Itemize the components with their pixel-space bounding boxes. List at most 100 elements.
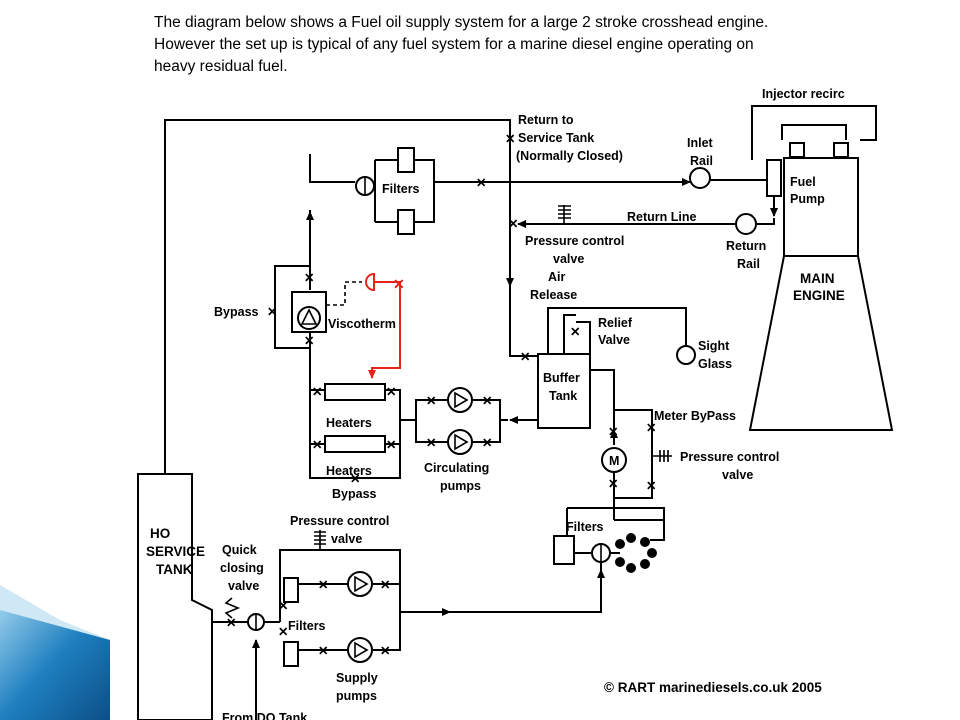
intro-line-3: heavy residual fuel.	[154, 58, 288, 75]
air-label: Air	[548, 270, 566, 284]
relief-label: Relief	[598, 316, 633, 330]
pcv-mid-label-1: Pressure control	[680, 450, 779, 464]
viscotherm-actuator	[364, 272, 375, 292]
viscotherm-label: Viscotherm	[328, 317, 396, 331]
ho-service-tank: HO SERVICE TANK	[137, 473, 213, 720]
injector-recirc-label: Injector recirc	[762, 87, 845, 101]
svg-text:✕: ✕	[476, 176, 486, 190]
svg-text:✕: ✕	[304, 334, 314, 348]
svg-text:✕: ✕	[426, 436, 436, 450]
fuel-pump	[766, 159, 782, 197]
return-rail-label: Rail	[737, 257, 760, 271]
supply-label: Supply	[336, 671, 378, 685]
valve-label: Valve	[598, 333, 630, 347]
filters-top-label: Filters	[382, 182, 420, 196]
return-label: Return	[726, 239, 766, 253]
return-pipe	[164, 119, 511, 474]
qc-valve-label: valve	[228, 579, 259, 593]
pump-label: Pump	[790, 192, 825, 206]
filters-right-label: Filters	[566, 520, 604, 534]
svg-text:✕: ✕	[393, 276, 405, 292]
svg-text:✕: ✕	[380, 644, 390, 658]
fuel-label: Fuel	[790, 175, 816, 189]
intro-text: The diagram below shows a Fuel oil suppl…	[154, 12, 914, 78]
intro-line-1: The diagram below shows a Fuel oil suppl…	[154, 14, 769, 31]
pcv-mid-label-2: valve	[722, 468, 753, 482]
svg-text:✕: ✕	[278, 599, 288, 613]
svg-text:✕: ✕	[646, 421, 656, 435]
pcv-top-label-1: Pressure control	[525, 234, 624, 248]
svg-text:✕: ✕	[505, 132, 515, 146]
pcv-bot-label-1: Pressure control	[290, 514, 389, 528]
return-line-label: Return Line	[627, 210, 696, 224]
bypass-left-label: Bypass	[214, 305, 259, 319]
circulating-label: Circulating	[424, 461, 489, 475]
normally-closed-label: (Normally Closed)	[516, 149, 623, 163]
pcv-top-label-2: valve	[553, 252, 584, 266]
svg-text:✕: ✕	[226, 616, 236, 630]
svg-text:✕: ✕	[482, 436, 492, 450]
svg-text:✕: ✕	[508, 217, 518, 231]
main-engine: MAIN ENGINE Fuel Pump	[748, 142, 894, 431]
meter-bypass-label: Meter ByPass	[654, 409, 736, 423]
intro-line-2: However the set up is typical of any fue…	[154, 36, 754, 53]
tank-buffer-label: Tank	[549, 389, 577, 403]
svg-text:✕: ✕	[304, 271, 314, 285]
svg-text:✕: ✕	[570, 325, 580, 339]
svg-text:✕: ✕	[312, 385, 322, 399]
circulating-pumps-label: pumps	[440, 479, 481, 493]
supply-pump-1	[347, 571, 373, 597]
supply-pump-2	[347, 637, 373, 663]
slide-decoration	[0, 585, 110, 720]
heaters-label-1: Heaters	[326, 416, 372, 430]
pcv-bot-label-2: valve	[331, 532, 362, 546]
release-label: Release	[530, 288, 577, 302]
heaters-label-2: Heaters	[326, 464, 372, 478]
ho-label: HO	[150, 526, 170, 541]
svg-text:✕: ✕	[312, 438, 322, 452]
viscotherm: Viscotherm ✕ ✕ ✕	[267, 248, 396, 390]
sight-label: Sight	[698, 339, 730, 353]
service-tank-label: Service Tank	[518, 131, 594, 145]
filters-bottom-label: Filters	[288, 619, 326, 633]
heaters: Heaters Heaters ✕ ✕ ✕ ✕ ✕	[309, 383, 401, 486]
bypass-bottom-label: Bypass	[332, 487, 377, 501]
to-buffer	[509, 182, 538, 357]
svg-text:✕: ✕	[278, 625, 288, 639]
return-rail	[735, 213, 757, 235]
svg-text:✕: ✕	[608, 425, 618, 439]
main-label: MAIN	[800, 271, 835, 286]
m-label: M	[609, 454, 619, 468]
rail-label: Rail	[690, 154, 713, 168]
circ-pump-2	[447, 429, 473, 455]
return-to-label: Return to	[518, 113, 574, 127]
svg-text:✕: ✕	[267, 305, 277, 319]
svg-text:✕: ✕	[318, 578, 328, 592]
closing-label: closing	[220, 561, 264, 575]
sight-glass	[676, 345, 696, 365]
filters-right: Filters	[553, 507, 665, 573]
svg-text:✕: ✕	[482, 394, 492, 408]
quick-label: Quick	[222, 543, 257, 557]
buffer-label: Buffer	[543, 371, 580, 385]
inlet-label: Inlet	[687, 136, 714, 150]
engine-label: ENGINE	[793, 288, 845, 303]
buffer-tank: Buffer Tank	[537, 353, 591, 429]
svg-text:✕: ✕	[386, 385, 396, 399]
top-filters: Filters	[309, 147, 435, 248]
supply-pumps-label: pumps	[336, 689, 377, 703]
svg-text:✕: ✕	[520, 350, 530, 364]
svg-text:✕: ✕	[426, 394, 436, 408]
inlet-rail	[689, 167, 711, 189]
svg-text:✕: ✕	[350, 472, 360, 486]
svg-text:✕: ✕	[386, 438, 396, 452]
glass-label: Glass	[698, 357, 732, 371]
svg-text:✕: ✕	[646, 479, 656, 493]
red-control-line	[368, 281, 401, 379]
tank-label: TANK	[156, 562, 193, 577]
svg-text:✕: ✕	[608, 477, 618, 491]
service-label: SERVICE	[146, 544, 205, 559]
copyright-label: © RART marinediesels.co.uk 2005	[604, 680, 822, 695]
svg-text:✕: ✕	[318, 644, 328, 658]
